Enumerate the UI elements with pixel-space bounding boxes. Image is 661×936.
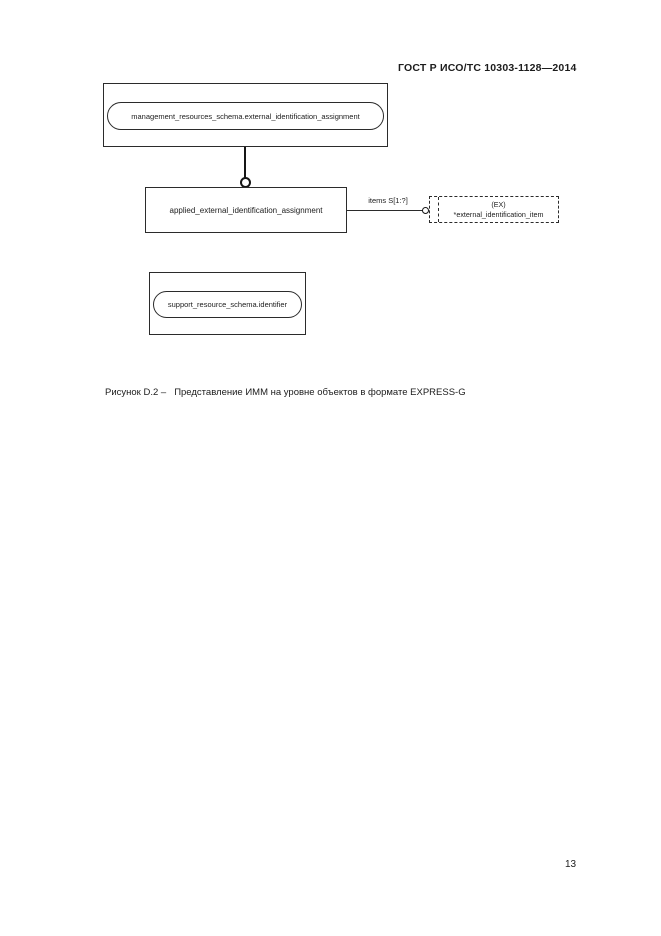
composition-line bbox=[243, 147, 246, 178]
schema-name-stadium: management_resources_schema.external_ide… bbox=[107, 102, 384, 130]
document-header: ГОСТ Р ИСО/ТС 10303-1128—2014 bbox=[398, 62, 577, 74]
figure-caption: Рисунок D.2 – Представление ИММ на уровне… bbox=[105, 387, 466, 398]
external-reference-box: (EX) *external_identification_item bbox=[429, 196, 559, 223]
schema-box: management_resources_schema.external_ide… bbox=[103, 83, 388, 147]
type-box: support_resource_schema.identifier bbox=[149, 272, 306, 335]
reference-text: (EX) *external_identification_item bbox=[440, 197, 557, 222]
page-number: 13 bbox=[565, 859, 577, 870]
reference-double-edge bbox=[438, 197, 439, 222]
attribute-line bbox=[347, 209, 423, 211]
type-name-stadium: support_resource_schema.identifier bbox=[153, 291, 302, 318]
entity-box: applied_external_identification_assignme… bbox=[145, 187, 347, 233]
figure-caption-label: Рисунок D.2 – bbox=[105, 387, 167, 398]
figure-caption-text: Представление ИММ на уровне объектов в ф… bbox=[174, 387, 466, 398]
reference-entity-name: *external_identification_item bbox=[453, 209, 544, 219]
reference-schema-tag: (EX) bbox=[491, 199, 506, 209]
attribute-end-circle-icon bbox=[422, 206, 429, 214]
attribute-label: items S[1:?] bbox=[368, 196, 408, 205]
